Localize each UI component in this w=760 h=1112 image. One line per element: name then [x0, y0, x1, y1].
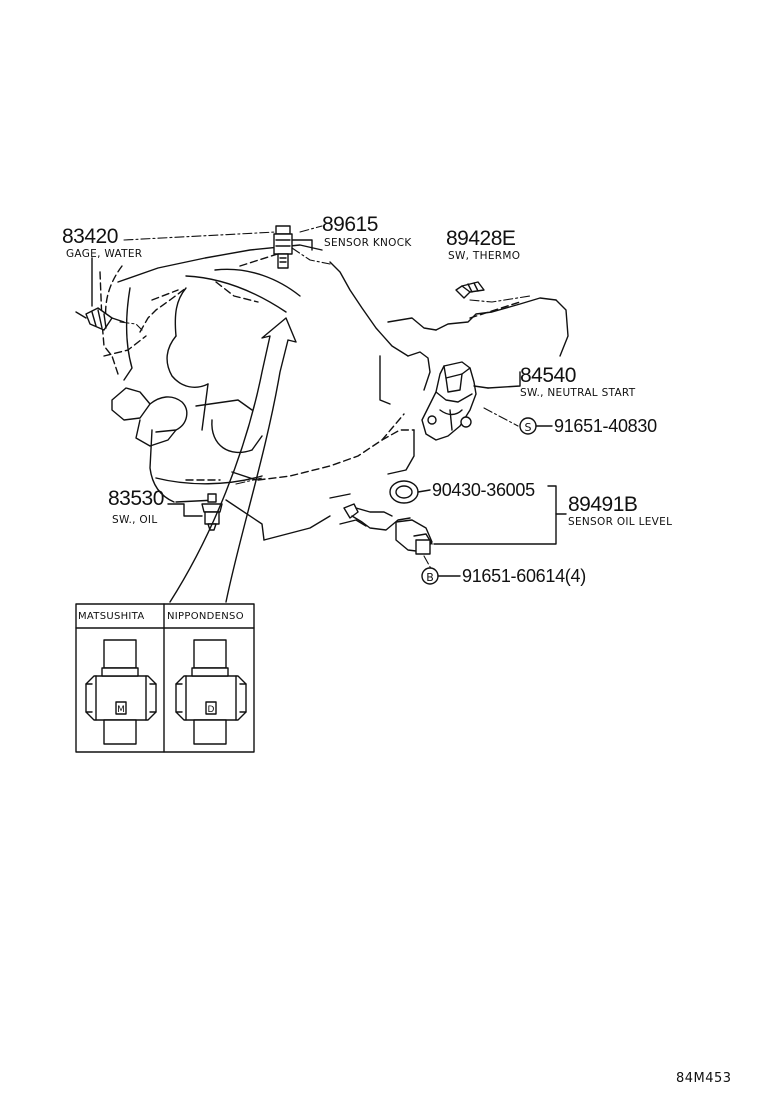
oring-part	[389, 480, 431, 504]
matsushita-sensor	[85, 639, 157, 745]
reference-arrow	[169, 317, 297, 603]
thermo-switch-desc: SW, THERMO	[448, 250, 521, 262]
inset-box	[75, 603, 255, 753]
oil-level-sensor-part	[339, 485, 567, 555]
oil-switch-part	[167, 493, 223, 531]
neutral-start-number: 84540	[520, 364, 576, 387]
knock-sensor-part	[273, 225, 313, 269]
nippondenso-mark: D	[208, 705, 215, 715]
water-gage-desc: GAGE, WATER	[66, 248, 143, 260]
water-gage-number: 83420	[62, 225, 118, 248]
bolt-b-symbol: B	[426, 571, 434, 584]
oring-number: 90430-36005	[432, 480, 535, 500]
oil-level-sensor-number: 89491B	[568, 493, 638, 516]
thermo-switch-number: 89428E	[446, 227, 516, 250]
matsushita-mark: M	[117, 705, 125, 715]
oil-switch-number: 83530	[108, 487, 164, 510]
oil-switch-desc: SW., OIL	[112, 514, 158, 526]
reference-code: 84M453	[676, 1071, 732, 1086]
knock-sensor-number: 89615	[322, 213, 378, 236]
oil-level-sensor-desc: SENSOR OIL LEVEL	[568, 516, 673, 528]
thermo-switch-part	[455, 281, 485, 299]
knock-sensor-desc: SENSOR KNOCK	[324, 237, 412, 249]
bolt-s-symbol: S	[525, 421, 532, 434]
bolt-b-number: 91651-60614(4)	[462, 566, 586, 586]
neutral-start-desc: SW., NEUTRAL START	[520, 387, 636, 399]
neutral-start-switch-part	[421, 361, 521, 441]
bolt-s-number: 91651-40830	[554, 416, 657, 436]
inset-right-header: NIPPONDENSO	[167, 611, 244, 622]
engine-outline	[111, 244, 569, 541]
nippondenso-sensor	[175, 639, 247, 745]
engine-hidden-lines	[99, 249, 521, 481]
water-gage-part	[75, 257, 125, 331]
inset-left-header: MATSUSHITA	[78, 611, 145, 622]
